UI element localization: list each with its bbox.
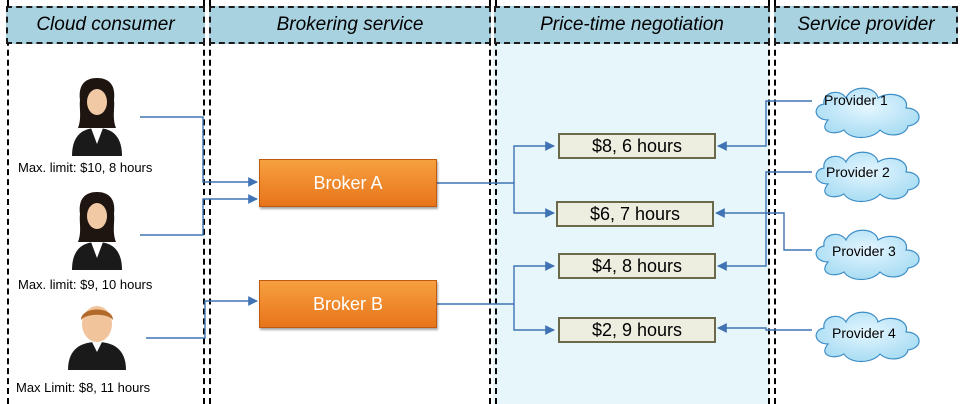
provider-1-label: Provider 1 [824, 92, 888, 108]
offer-3: $4, 8 hours [558, 253, 716, 279]
offer-4: $2, 9 hours [558, 317, 716, 343]
offer-1: $8, 6 hours [558, 133, 716, 159]
column-header-price-time-negotiation: Price-time negotiation [494, 6, 770, 44]
column-header-cloud-consumer: Cloud consumer [6, 6, 205, 44]
woman-icon [72, 78, 122, 156]
lane-divider [209, 0, 211, 404]
provider-4-label: Provider 4 [832, 325, 896, 341]
cloud-icon [815, 311, 920, 363]
arrow-consumer1-broker-a [140, 116, 258, 187]
provider-2-label: Provider 2 [826, 164, 890, 180]
lane-divider [774, 0, 776, 404]
column-header-brokering-service: Brokering service [209, 6, 491, 44]
cloud-icon [815, 87, 920, 139]
man-icon [68, 306, 126, 370]
consumer-1-limit: Max. limit: $10, 8 hours [18, 160, 153, 175]
arrow-provider3-offer2 [715, 208, 812, 251]
arrow-broker-a-offer1 [434, 141, 555, 184]
column-header-service-provider: Service provider [774, 6, 958, 44]
arrow-broker-a-offer2 [513, 183, 555, 218]
arrow-broker-b-offer4 [513, 304, 555, 335]
consumer-3-limit: Max Limit: $8, 11 hours [16, 380, 151, 395]
lane-divider [489, 0, 491, 404]
arrow-provider1-offer1 [717, 100, 812, 151]
cloud-icon [815, 229, 920, 281]
consumer-2-limit: Max. limit: $9, 10 hours [18, 277, 153, 292]
cloud-icon [815, 151, 920, 203]
broker-a: Broker A [259, 159, 437, 207]
arrow-provider4-offer4 [717, 323, 812, 333]
woman-icon [72, 192, 122, 270]
arrow-broker-b-offer3 [434, 261, 555, 305]
arrow-provider2-offer3 [717, 171, 812, 271]
broker-b: Broker B [259, 280, 437, 328]
arrow-consumer3-broker-b [146, 296, 258, 339]
arrow-consumer2-broker-a [140, 194, 258, 236]
lane-divider [203, 0, 205, 404]
offer-2: $6, 7 hours [556, 201, 714, 227]
provider-3-label: Provider 3 [832, 243, 896, 259]
lane-divider [495, 0, 497, 404]
lane-divider [768, 0, 770, 404]
lane-divider [7, 0, 9, 404]
